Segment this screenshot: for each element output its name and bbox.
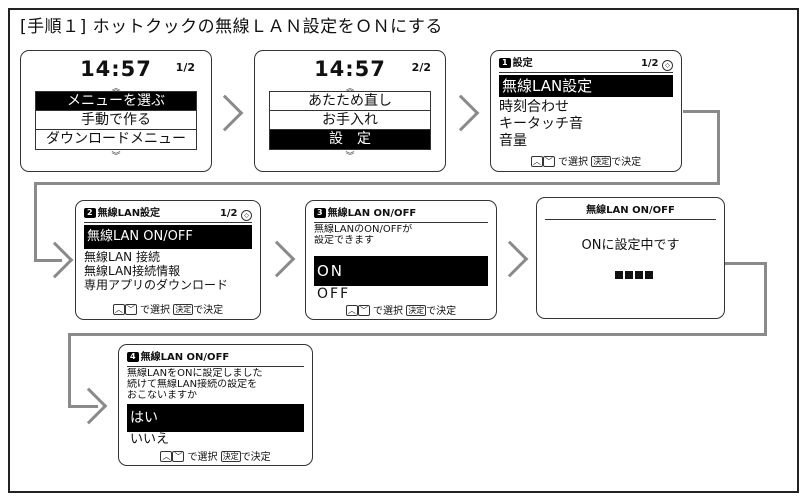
flow-connector [725,262,767,265]
flow-connector [764,262,767,336]
option-on[interactable]: ON [314,256,488,286]
screen-message: おこないますか [127,390,197,401]
settings-item-volume[interactable]: 音量 [499,133,527,149]
ok-key-icon: 決定 [220,451,241,462]
menu-item-care[interactable]: お手入れ [270,111,430,130]
flow-connector [68,405,98,408]
flow-connector [68,333,767,336]
key-guide: ︿﹀ で選択 決定で決定 [112,304,224,316]
screen-home-menu-1: 14:57 1/2 ︽ メニューを選ぶ 手動で作る ダウンロードメニュー ︾ [20,50,212,172]
page-indicator: 1/2 ◇ [641,57,673,71]
ok-key-icon: 決定 [591,156,612,167]
up-key-icon: ︿ [112,304,125,315]
flow-connector [34,182,37,262]
flow-connector [68,333,71,408]
wlan-item-app-download[interactable]: 専用アプリのダウンロード [84,278,229,292]
screen-message: 無線LANをONに設定しました [127,368,263,379]
option-yes[interactable]: はい [127,404,304,432]
screen-title: 無線LAN ON/OFF [140,352,230,363]
menu-item-select-menu[interactable]: メニューを選ぶ [36,92,196,111]
progress-message: ONに設定中です [581,238,680,253]
settings-item-key-sound[interactable]: キータッチ音 [499,116,583,132]
step-number-badge: 1 [499,58,511,68]
scroll-up-icon[interactable]: ︽ [111,84,121,94]
scroll-down-icon[interactable]: ︾ [345,152,355,162]
menu-item-settings[interactable]: 設 定 [270,130,430,149]
step-number-badge: 3 [314,208,326,218]
screen-setting-progress: 無線LAN ON/OFF ONに設定中です [536,197,725,319]
menu-list: メニューを選ぶ 手動で作る ダウンロードメニュー [35,91,197,150]
menu-list: あたため直し お手入れ 設 定 [269,91,431,150]
progress-indicator [615,271,653,279]
menu-item-download-menu[interactable]: ダウンロードメニュー [46,131,186,147]
page-indicator: 1/2 [175,61,195,74]
key-guide: ︿﹀ で選択 決定で決定 [160,451,271,463]
clock: 14:57 [80,57,152,81]
down-key-icon: ﹀ [357,305,370,316]
step-number-badge: 2 [84,208,96,218]
ok-key-icon: 決定 [406,305,427,316]
screen-message: 設定できます [314,235,374,246]
settings-item-clock[interactable]: 時刻合わせ [499,99,569,115]
screen-message: 無線LANのON/OFFが [314,224,413,235]
key-guide: ︿﹀ で選択 決定で決定 [530,156,642,168]
down-key-icon: ﹀ [542,156,555,167]
flow-connector [683,110,720,113]
up-key-icon: ︿ [345,305,358,316]
up-key-icon: ︿ [160,451,173,462]
screen-home-menu-2: 14:57 2/2 ︽ あたため直し お手入れ 設 定 ︾ [254,50,446,172]
screen-message: 続けて無線LAN接続の設定を [127,379,258,390]
screen-header: 無線LAN ON/OFF [545,204,716,220]
screen-title: 無線LAN ON/OFF [586,205,675,216]
option-off[interactable]: OFF [317,286,351,302]
scroll-icon: ◇ [662,60,673,71]
scroll-down-icon[interactable]: ︾ [111,152,121,162]
screen-title: 無線LAN ON/OFF [327,208,417,219]
page-indicator: 1/2 ◇ [220,207,252,221]
flow-connector [34,259,62,262]
settings-item-wireless-lan[interactable]: 無線LAN設定 [499,75,673,97]
wlan-item-on-off[interactable]: 無線LAN ON/OFF [84,225,252,249]
scroll-icon: ◇ [241,210,252,221]
down-key-icon: ﹀ [124,304,137,315]
menu-item-manual[interactable]: 手動で作る [36,111,196,130]
option-no[interactable]: いいえ [130,432,170,447]
ok-key-icon: 決定 [173,304,194,315]
up-key-icon: ︿ [530,156,543,167]
screen-title: 無線LAN設定 [97,208,161,219]
wlan-item-connection-info[interactable]: 無線LAN接続情報 [84,264,181,278]
clock: 14:57 [314,57,386,81]
down-key-icon: ﹀ [172,451,185,462]
page-indicator: 2/2 [411,61,431,74]
key-guide: ︿﹀ で選択 決定で決定 [345,305,457,317]
menu-item-reheat[interactable]: あたため直し [270,92,430,111]
screen-title: 設定 [512,58,533,69]
step-heading: [手順１] ホットクックの無線ＬＡＮ設定をＯＮにする [20,17,443,37]
flow-connector [34,182,720,185]
wlan-item-connect[interactable]: 無線LAN 接続 [84,250,160,264]
step-number-badge: 4 [127,352,139,362]
flow-connector [717,110,720,185]
scroll-up-icon[interactable]: ︽ [345,84,355,94]
